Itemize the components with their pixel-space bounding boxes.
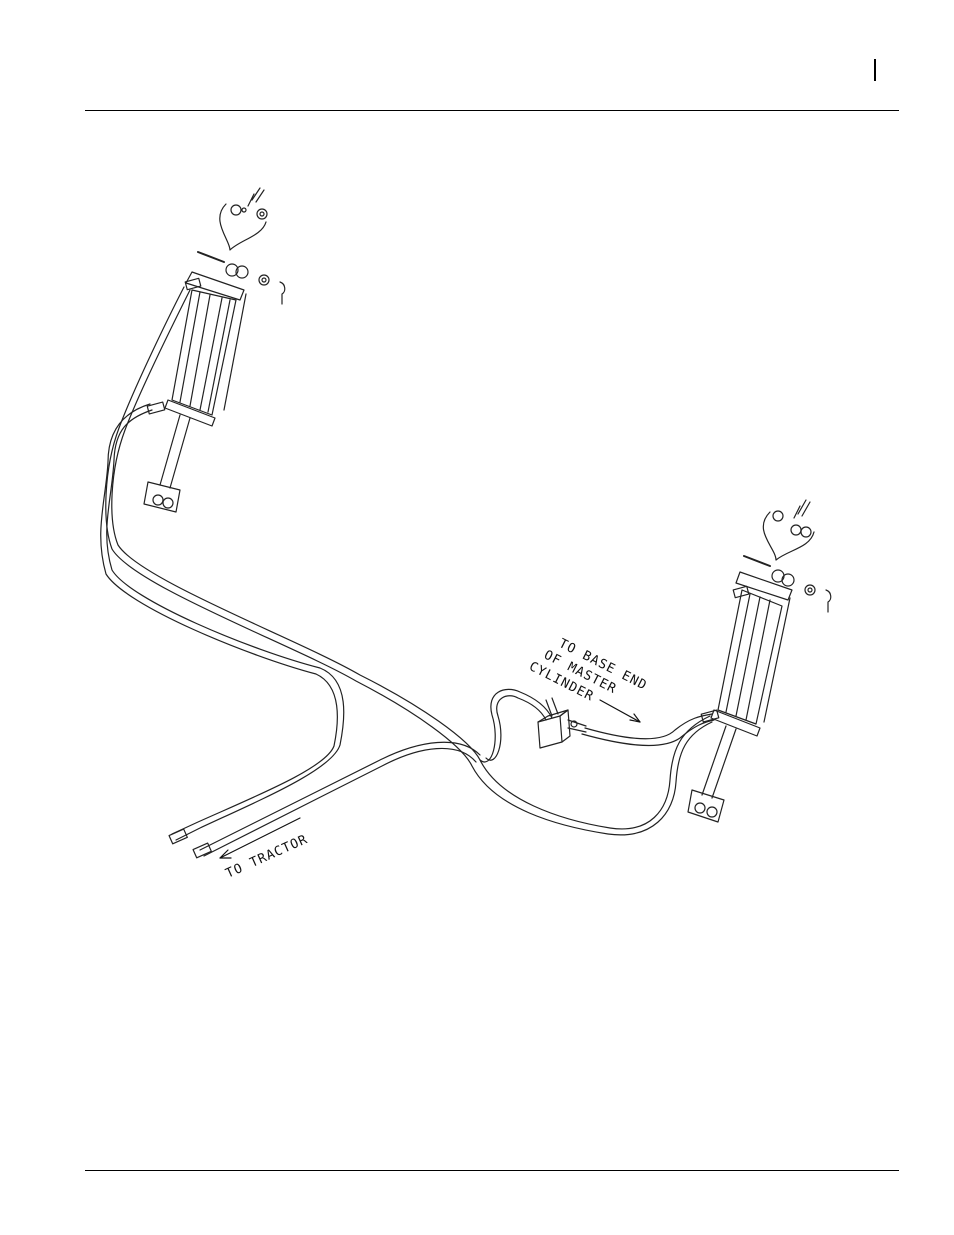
right-hydraulic-cylinder [688, 572, 792, 822]
right-mount-hardware [744, 500, 831, 612]
restrictor-valve [538, 698, 586, 748]
left-hydraulic-cylinder [144, 272, 246, 512]
hose-lines [101, 287, 714, 856]
arrow-to-master [600, 700, 640, 722]
label-to-base-end: TO BASE END OF MASTER CYLINDER [526, 629, 649, 724]
left-mount-hardware [198, 188, 285, 304]
